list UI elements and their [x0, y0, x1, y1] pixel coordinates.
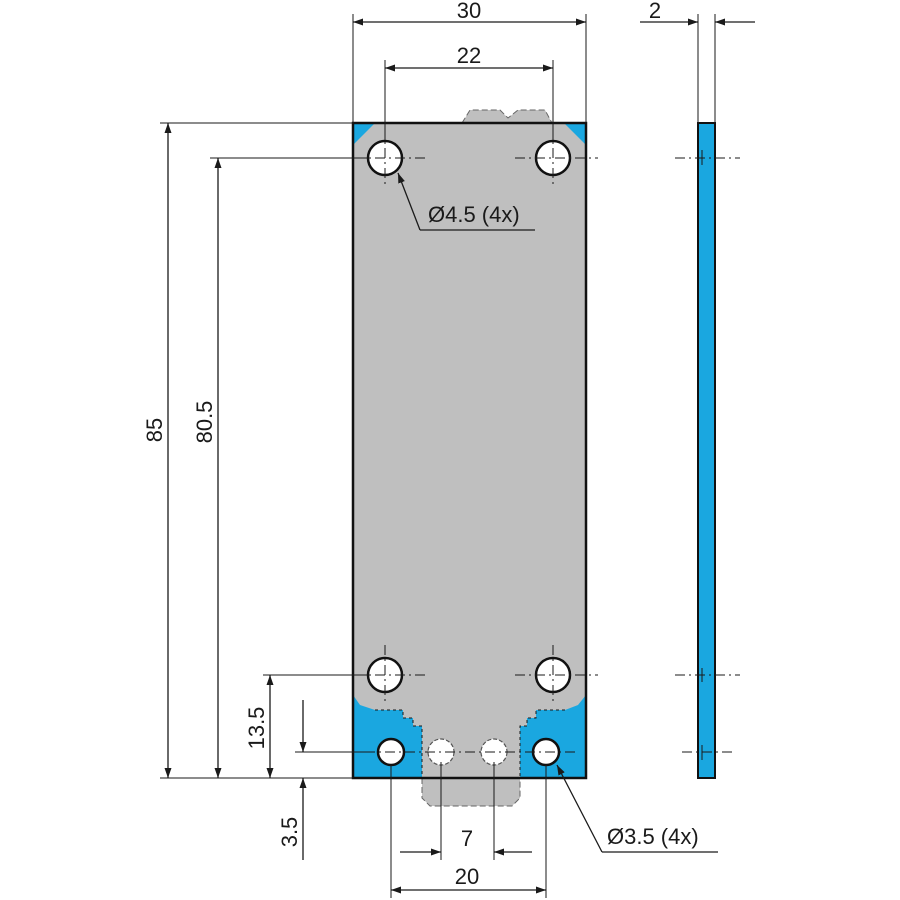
label-height-80-5: 80.5 [192, 401, 217, 444]
dimension-thickness-2: 2 [640, 0, 755, 123]
front-view [351, 109, 598, 807]
side-plate [697, 122, 716, 779]
dimension-offset-13-5: 13.5 [244, 674, 370, 778]
callout-bottom-holes: Ø3.5 (4x) [556, 764, 718, 853]
corner-top-right [564, 123, 586, 145]
label-spacing-20: 20 [455, 864, 479, 889]
label-bottom-hole-callout: Ø3.5 (4x) [607, 824, 699, 849]
label-thickness-2: 2 [649, 0, 661, 23]
dimension-height-80-5: 80.5 [192, 157, 370, 778]
label-height-85: 85 [142, 418, 167, 442]
top-tab [461, 109, 553, 124]
label-width-30: 30 [457, 0, 481, 23]
label-offset-13-5: 13.5 [244, 707, 269, 750]
dimension-width-30: 30 [352, 0, 587, 123]
corner-bottom-left [353, 695, 422, 778]
dimension-offset-3-5: 3.5 [277, 700, 372, 860]
dimension-height-85: 85 [142, 122, 353, 779]
bottom-tab [421, 777, 521, 807]
cut-line-left [375, 709, 423, 778]
plate-outline [351, 121, 588, 780]
label-top-hole-callout: Ø4.5 (4x) [428, 202, 520, 227]
label-hole-spacing-22: 22 [457, 43, 481, 68]
dimension-spacing-7: 7 [400, 762, 532, 860]
cut-line-right [519, 709, 565, 778]
side-view [675, 122, 740, 779]
callout-top-holes: Ø4.5 (4x) [397, 172, 535, 231]
label-spacing-7: 7 [461, 826, 473, 851]
dimension-hole-spacing-22: 22 [384, 43, 554, 140]
label-offset-3-5: 3.5 [277, 817, 302, 848]
dimension-spacing-20: 20 [390, 765, 547, 898]
corner-top-left [353, 123, 375, 145]
